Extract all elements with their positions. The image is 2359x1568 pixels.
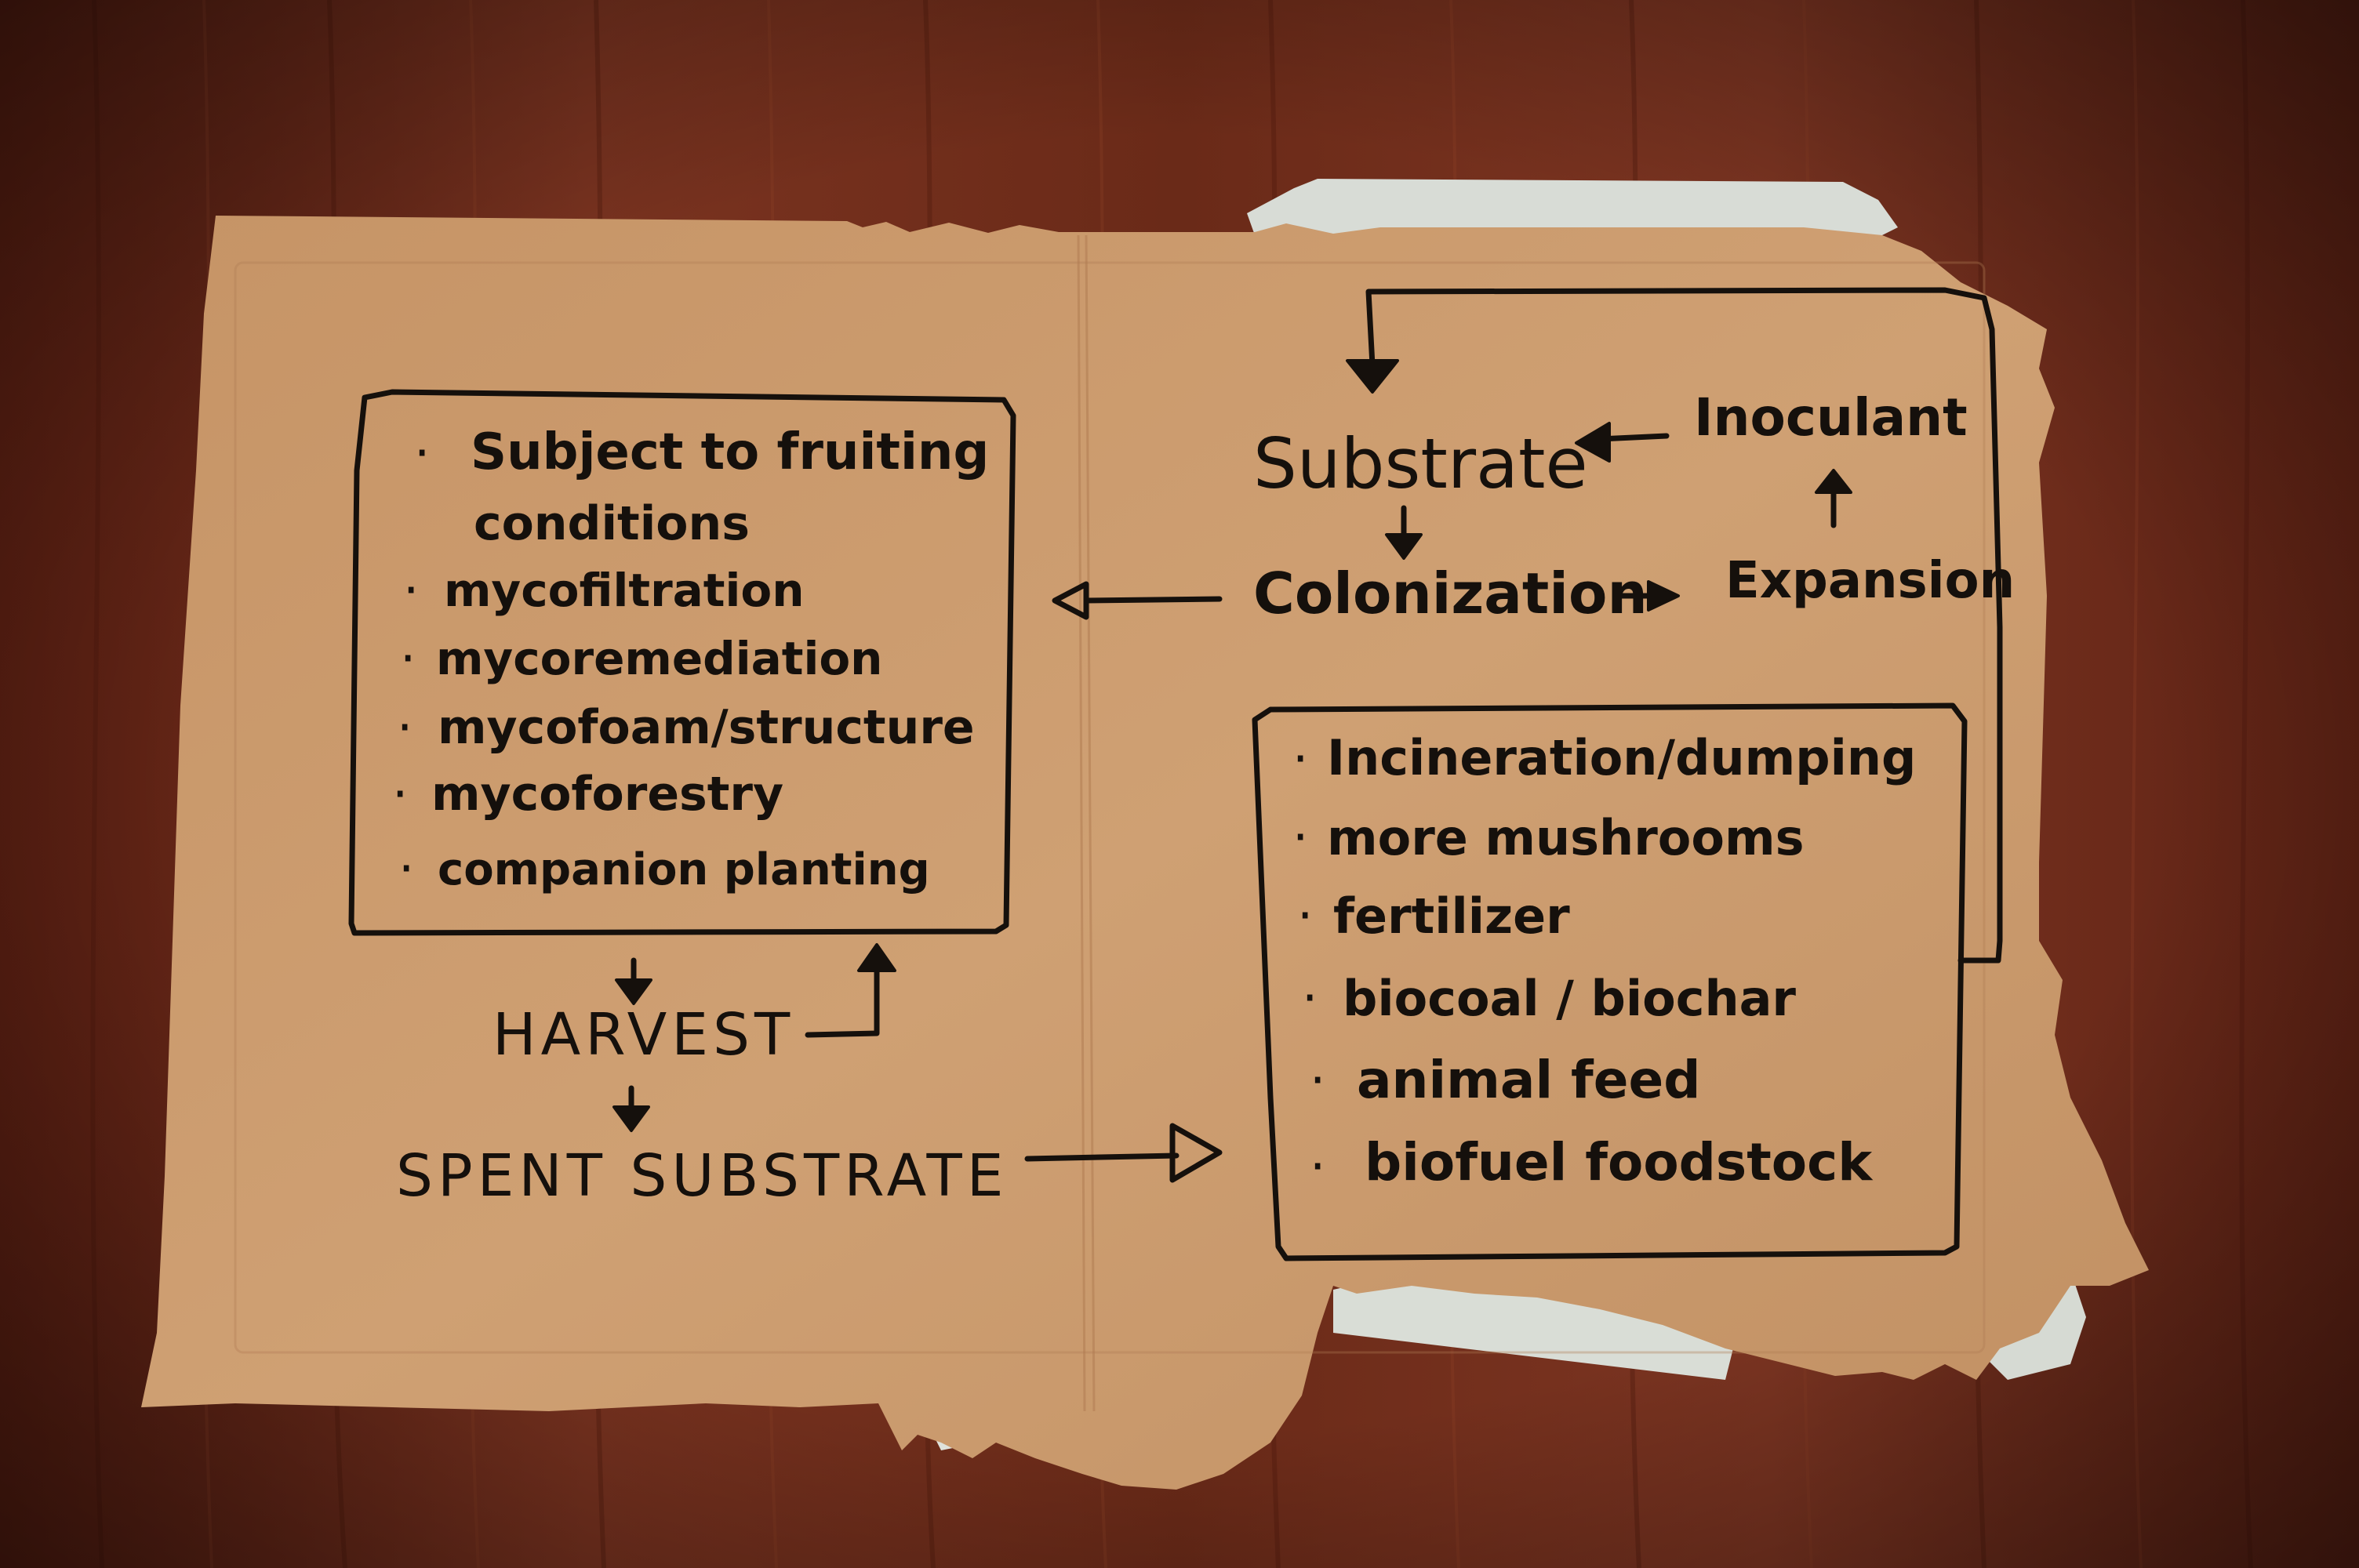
expansion-to-inoculant-arrow xyxy=(1815,469,1852,528)
uses-bullet: · xyxy=(398,840,414,898)
spent-substrate-node: SPENT SUBSTRATE xyxy=(396,1142,1008,1210)
diagram: Substrate Inoculant Colonization Expansi… xyxy=(348,287,2015,1261)
loop-arrowhead xyxy=(1346,359,1399,394)
options-item: biofuel foodstock xyxy=(1365,1132,1874,1192)
uses-item: mycofoam/structure xyxy=(438,700,975,755)
options-bullet: · xyxy=(1292,731,1308,789)
harvest-return-arrow xyxy=(805,943,896,1038)
options-bullet: · xyxy=(1310,1138,1325,1196)
options-bullet: · xyxy=(1310,1052,1325,1110)
uses-to-harvest-arrow xyxy=(615,957,652,1005)
colonization-to-uses-arrow xyxy=(1052,581,1223,620)
inoculant-node: Inoculant xyxy=(1694,387,1968,448)
expansion-node: Expansion xyxy=(1725,552,2015,610)
spent-to-options-arrow xyxy=(1024,1123,1223,1183)
uses-bullet: · xyxy=(392,766,408,824)
options-item: fertilizer xyxy=(1333,887,1570,945)
uses-item: mycofiltration xyxy=(444,564,805,617)
options-bullet: · xyxy=(1297,887,1313,946)
cardboard-sheet xyxy=(141,179,2149,1490)
options-bullet: · xyxy=(1292,809,1308,867)
uses-item: mycoremediation xyxy=(436,632,882,685)
uses-bullet: · xyxy=(414,425,430,483)
harvest-node: HARVEST xyxy=(493,1001,794,1069)
options-item: animal feed xyxy=(1357,1050,1701,1110)
uses-bullet: · xyxy=(400,630,416,688)
uses-bullet: · xyxy=(403,562,419,620)
colonization-node: Colonization xyxy=(1253,561,1648,626)
uses-item: conditions xyxy=(474,496,750,551)
mycelium-uses-box: · Subject to fruiting conditions · mycof… xyxy=(348,389,1016,936)
cycle-loop-arrow xyxy=(1346,287,2003,964)
uses-item: mycoforestry xyxy=(431,767,783,822)
options-item: Incineration/dumping xyxy=(1327,729,1916,786)
options-item: biocoal / biochar xyxy=(1343,970,1796,1027)
options-item: more mushrooms xyxy=(1327,809,1804,866)
spent-substrate-options-box: · Incineration/dumping · more mushrooms … xyxy=(1252,702,1968,1261)
substrate-to-colonization-arrow xyxy=(1385,505,1423,560)
substrate-node: Substrate xyxy=(1253,423,1588,504)
options-bullet: · xyxy=(1302,970,1318,1028)
harvest-to-spent-arrow xyxy=(612,1085,650,1132)
uses-item: Subject to fruiting xyxy=(471,423,989,481)
uses-item: companion planting xyxy=(438,844,930,895)
uses-bullet: · xyxy=(397,699,413,757)
colonization-to-expansion-arrow xyxy=(1614,580,1680,612)
inoculant-to-substrate-arrow xyxy=(1575,422,1670,463)
